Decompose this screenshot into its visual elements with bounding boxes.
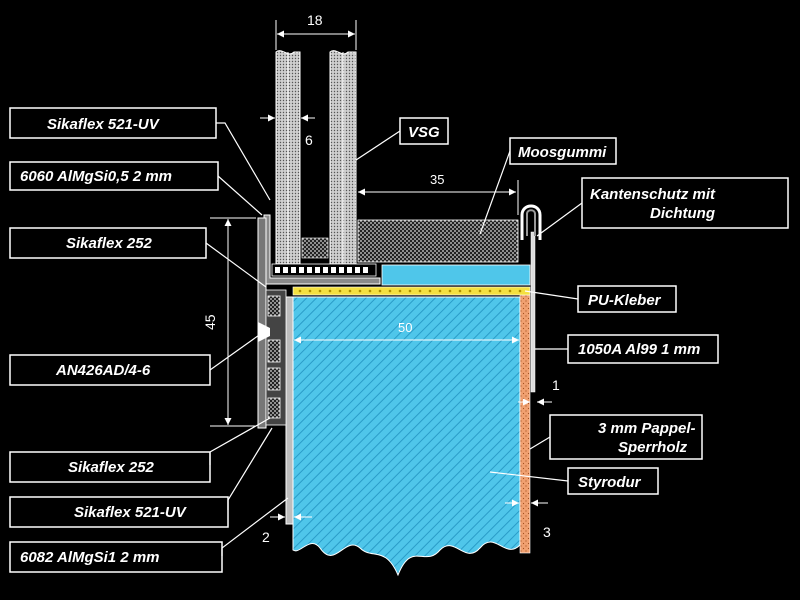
label-vsg: VSG [408, 124, 440, 141]
upper-insulation-strip [381, 264, 531, 286]
dim-1: 1 [552, 377, 560, 393]
leader-lines [205, 122, 583, 556]
label-pu-kleber: PU-Kleber [588, 292, 662, 309]
alu-6082-flange [285, 296, 294, 525]
dim-2: 2 [262, 529, 270, 545]
label-kantenschutz-1: Kantenschutz mit [590, 186, 716, 203]
moosgummi-block [357, 219, 519, 263]
label-pappel-1: 3 mm Pappel- [598, 420, 696, 437]
dim-50: 50 [398, 320, 412, 335]
an426-rivet [258, 322, 270, 342]
label-alu-6060: 6060 AlMgSi0,5 2 mm [20, 168, 172, 185]
styrodur-block [292, 296, 521, 577]
label-sikaflex-252-top: Sikaflex 252 [66, 235, 153, 252]
label-an426: AN426AD/4-6 [55, 362, 151, 379]
setting-block-cells [275, 267, 368, 273]
kantenschutz-seal [526, 209, 536, 236]
label-moosgummi: Moosgummi [518, 144, 607, 161]
rivet-row [267, 295, 281, 419]
dim-3: 3 [543, 524, 551, 540]
label-styrodur: Styrodur [578, 474, 642, 491]
dim-35: 35 [430, 172, 444, 187]
label-alu-1050: 1050A Al99 1 mm [578, 341, 700, 358]
label-pappel-2: Sperrholz [618, 439, 688, 456]
dim-6: 6 [305, 132, 313, 148]
plywood-strip [519, 294, 531, 554]
label-sikaflex-521-top: Sikaflex 521-UV [47, 116, 161, 133]
alu-1050-sheet [530, 231, 536, 393]
label-sikaflex-521-bottom: Sikaflex 521-UV [74, 504, 188, 521]
vsg-spacer [301, 237, 329, 259]
dimension-lines [210, 20, 552, 521]
kantenschutz-profile [520, 204, 542, 240]
pu-adhesive-dots [298, 289, 522, 293]
pu-adhesive-layer [292, 286, 531, 296]
label-kantenschutz-2: Dichtung [650, 205, 715, 222]
dim-45: 45 [202, 314, 218, 330]
label-sikaflex-252-bottom: Sikaflex 252 [68, 459, 155, 476]
dim-18: 18 [307, 12, 323, 28]
label-alu-6082: 6082 AlMgSi1 2 mm [20, 549, 160, 566]
